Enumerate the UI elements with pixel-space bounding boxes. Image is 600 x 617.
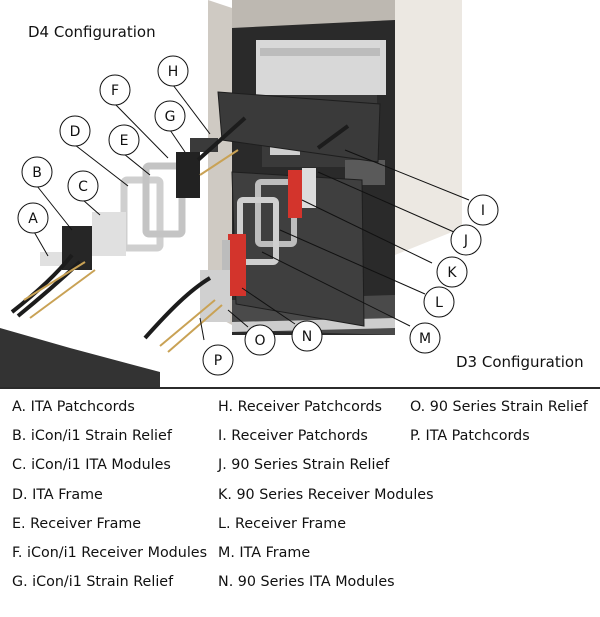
callout-l: L: [435, 295, 443, 311]
callout-m: M: [419, 331, 431, 347]
legend-item-o: O. 90 Series Strain Relief: [410, 399, 588, 415]
callout-h: H: [168, 64, 179, 80]
legend-column-3: O. 90 Series Strain Relief P. ITA Patchc…: [410, 397, 588, 455]
callout-i: I: [481, 203, 485, 219]
legend-item-k: K. 90 Series Receiver Modules: [218, 486, 434, 503]
d3-frames: [200, 168, 316, 322]
patch-panels: [217, 91, 381, 327]
foreground-shelf: [0, 328, 160, 387]
d3-configuration-title: D3 Configuration: [456, 353, 584, 371]
legend-item-p: P. ITA Patchcords: [410, 428, 530, 445]
legend-item-h: H. Receiver Patchcords: [218, 399, 383, 415]
callout-k: K: [447, 265, 457, 281]
legend-item-b: B. iCon/i1 Strain Relief: [12, 428, 172, 445]
legend-item-a: A. ITA Patchcords: [12, 399, 135, 415]
callout-n: N: [302, 329, 312, 345]
legend-item-m: M. ITA Frame: [218, 544, 311, 561]
legend-item-n: N. 90 Series ITA Modules: [218, 574, 395, 591]
legend-item-j: J. 90 Series Strain Relief: [218, 457, 390, 474]
callout-d: D: [70, 124, 81, 140]
callout-o: O: [254, 333, 265, 349]
legend-column-1: A. ITA Patchcords B. iCon/i1 Strain Reli…: [12, 397, 207, 601]
callout-f: F: [111, 83, 119, 99]
callout-g: G: [165, 109, 176, 125]
legend-item-c: C. iCon/i1 ITA Modules: [12, 457, 171, 474]
callout-a: A: [28, 211, 38, 227]
legend-divider: [0, 387, 600, 389]
callout-p: P: [214, 353, 222, 369]
legend-item-e: E. Receiver Frame: [12, 515, 142, 532]
callout-circles: [17, 55, 499, 376]
callout-b: B: [32, 165, 42, 181]
legend-item-d: D. ITA Frame: [12, 486, 103, 503]
exploded-assembly-diagram: A B C D E F G H I J K L M N O P: [0, 0, 499, 387]
legend-item-g: G. iCon/i1 Strain Relief: [12, 574, 174, 591]
leader-lines: [32, 84, 470, 341]
callout-c: C: [78, 179, 88, 195]
d4-configuration-title: D4 Configuration: [28, 23, 156, 41]
callout-e: E: [120, 133, 129, 149]
legend-column-2: H. Receiver Patchcords I. Receiver Patch…: [218, 397, 434, 601]
callout-labels: A B C D E F G H I J K L M N O P: [28, 64, 485, 369]
legend-item-i: I. Receiver Patchords: [218, 428, 368, 445]
patchcords: [10, 116, 350, 353]
callout-j: J: [463, 233, 468, 249]
legend-item-f: F. iCon/i1 Receiver Modules: [12, 544, 208, 561]
legend-item-l: L. Receiver Frame: [218, 515, 346, 532]
